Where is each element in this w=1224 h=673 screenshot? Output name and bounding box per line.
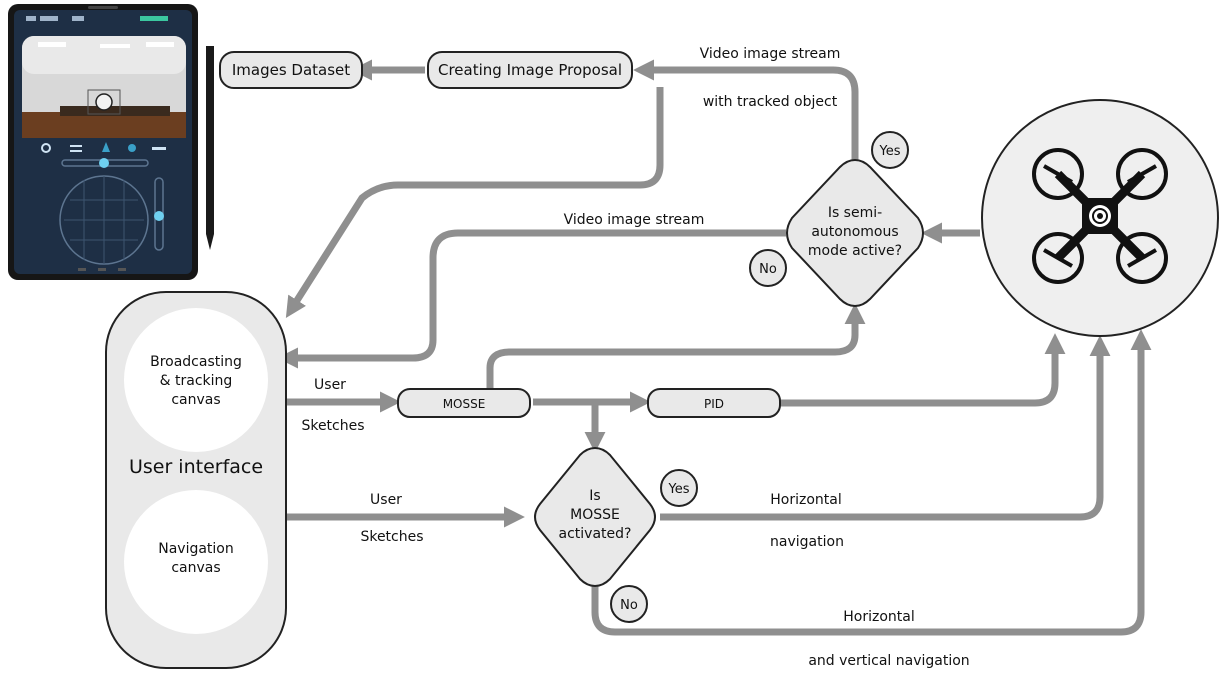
- broadcasting-line-1: Broadcasting: [150, 354, 242, 370]
- arrow-mosse-to-semi: [486, 303, 866, 389]
- mosse-q-line-2: MOSSE: [570, 507, 620, 523]
- pid-node: PID: [647, 388, 781, 418]
- mosse-q-line-3: activated?: [559, 526, 632, 542]
- semi-no-label: No: [759, 262, 777, 277]
- edge-label-user-1: User: [314, 377, 346, 393]
- arrow-mosse-yes-to-drone: [660, 335, 1111, 521]
- semi-q-line-1: Is semi-: [828, 205, 882, 221]
- images-dataset-label: Images Dataset: [232, 61, 350, 79]
- edge-label-video-tracked-2: with tracked object: [703, 94, 838, 110]
- semi-q-line-3: mode active?: [808, 243, 902, 259]
- edge-label-sketches-2: Sketches: [360, 529, 423, 545]
- arrow-semi-no-to-ui: [277, 229, 786, 369]
- edge-label-video-tracked-1: Video image stream: [700, 46, 841, 62]
- arrow-pid-to-drone: [780, 333, 1066, 407]
- arrow-mosse-no-to-drone: [591, 329, 1152, 636]
- user-interface-label: User interface: [129, 456, 263, 478]
- mosse-label: MOSSE: [443, 397, 486, 411]
- semi-no-badge: No: [749, 249, 787, 287]
- arrow-semi-to-proposal: [633, 59, 859, 170]
- stylus-icon: [206, 46, 214, 250]
- creating-image-proposal-label: Creating Image Proposal: [438, 61, 622, 79]
- mosse-q-line-1: Is: [589, 488, 600, 504]
- semi-autonomous-decision: Is semi- autonomous mode active?: [786, 158, 924, 308]
- navigation-line-1: Navigation: [158, 541, 234, 557]
- drone-icon: [1032, 148, 1168, 284]
- semi-q-line-2: autonomous: [811, 224, 898, 240]
- mosse-yes-badge: Yes: [660, 469, 698, 507]
- broadcasting-line-3: canvas: [171, 392, 220, 408]
- edge-label-user-2: User: [370, 492, 402, 508]
- semi-yes-label: Yes: [879, 144, 901, 159]
- user-interface-panel: Broadcasting & tracking canvas User inte…: [105, 291, 287, 669]
- edge-label-horizontal-2: navigation: [770, 534, 844, 550]
- mosse-no-label: No: [620, 598, 638, 613]
- edge-label-hv-2: and vertical navigation: [808, 653, 969, 669]
- tablet-icon: [8, 4, 198, 280]
- mosse-decision: Is MOSSE activated?: [534, 446, 656, 588]
- arrow-proposal-to-ui: [285, 87, 664, 318]
- semi-yes-badge: Yes: [871, 131, 909, 169]
- images-dataset-node: Images Dataset: [219, 51, 363, 89]
- broadcasting-line-2: & tracking: [160, 373, 233, 389]
- navigation-line-2: canvas: [171, 560, 220, 576]
- drone-node: [981, 99, 1219, 337]
- mosse-node: MOSSE: [397, 388, 531, 418]
- creating-image-proposal-node: Creating Image Proposal: [427, 51, 633, 89]
- mosse-yes-label: Yes: [668, 482, 690, 497]
- pid-label: PID: [704, 397, 724, 411]
- mosse-no-badge: No: [610, 585, 648, 623]
- flow-arrows: [277, 59, 1152, 636]
- edge-label-sketches-1: Sketches: [301, 418, 364, 434]
- edge-label-horizontal-1: Horizontal: [770, 492, 841, 508]
- edge-label-video-stream: Video image stream: [564, 212, 705, 228]
- edge-label-hv-1: Horizontal: [843, 609, 914, 625]
